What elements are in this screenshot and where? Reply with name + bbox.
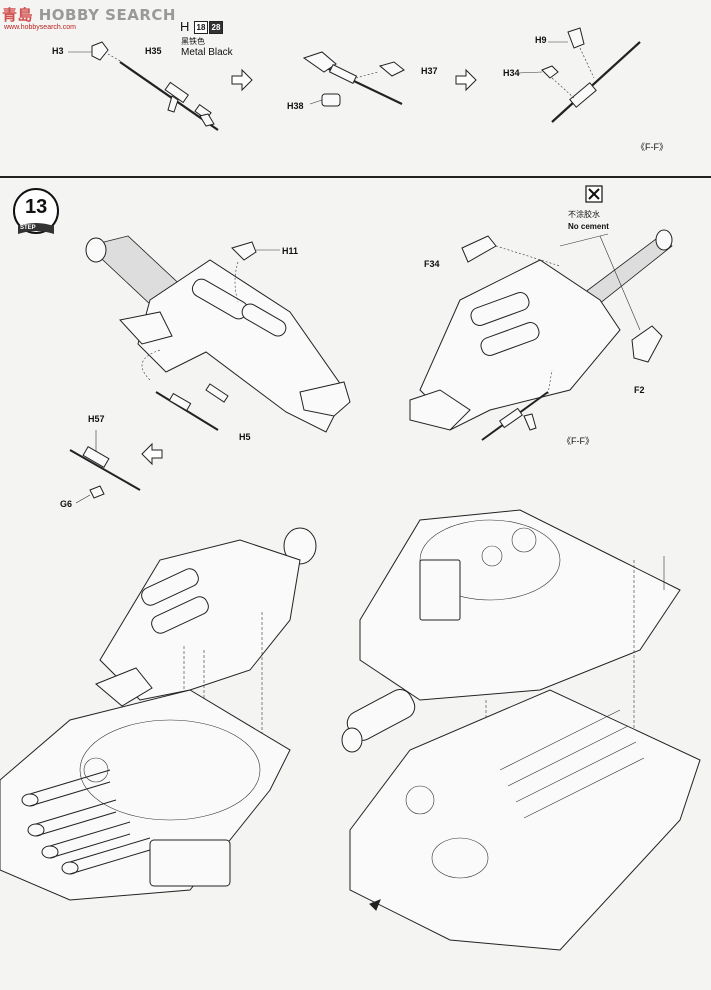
step-badge-shape bbox=[13, 188, 59, 234]
paint-code: H bbox=[180, 19, 190, 34]
breech-assembly-right bbox=[409, 185, 673, 441]
mg-assembly-middle bbox=[302, 51, 405, 107]
shell-racks bbox=[21, 769, 151, 875]
reference-ff-top: 《F-F》 bbox=[636, 142, 668, 152]
paint-name-cn: 黑铁色 bbox=[181, 37, 205, 46]
paint-number-a: 18 bbox=[194, 21, 208, 34]
reference-ff-step: 《F-F》 bbox=[562, 436, 594, 446]
watermark-brand: 青島 HOBBY SEARCH bbox=[2, 6, 176, 24]
turret-assembly-left bbox=[0, 527, 317, 901]
part-label-h37: H37 bbox=[421, 66, 438, 76]
step-label: STEP bbox=[20, 225, 36, 231]
part-label-h9: H9 bbox=[535, 35, 547, 45]
part-label-f2: F2 bbox=[634, 385, 645, 395]
mg-h35-drawing bbox=[68, 41, 219, 131]
breech-assembly-left bbox=[69, 235, 351, 504]
paint-number-b: 28 bbox=[209, 21, 223, 34]
step-number: 13 bbox=[25, 196, 48, 218]
watermark-url: www.hobbysearch.com bbox=[4, 24, 76, 31]
no-cement-cn: 不涂胶水 bbox=[568, 210, 600, 219]
part-label-h57: H57 bbox=[88, 414, 105, 424]
turret-hull-assembly-right bbox=[341, 509, 701, 951]
part-label-h3: H3 bbox=[52, 46, 64, 56]
part-label-f34: F34 bbox=[424, 259, 440, 269]
part-label-h11: H11 bbox=[282, 246, 299, 256]
part-label-h5: H5 bbox=[239, 432, 251, 442]
part-label-h38: H38 bbox=[287, 101, 304, 111]
part-label-g6: G6 bbox=[60, 499, 73, 509]
paint-name-en: Metal Black bbox=[181, 47, 233, 58]
mg-assembly-right bbox=[517, 27, 641, 123]
no-cement-en: No cement bbox=[568, 222, 609, 231]
section-divider bbox=[0, 176, 711, 178]
part-label-h34: H34 bbox=[503, 68, 520, 78]
part-label-h35: H35 bbox=[145, 46, 162, 56]
